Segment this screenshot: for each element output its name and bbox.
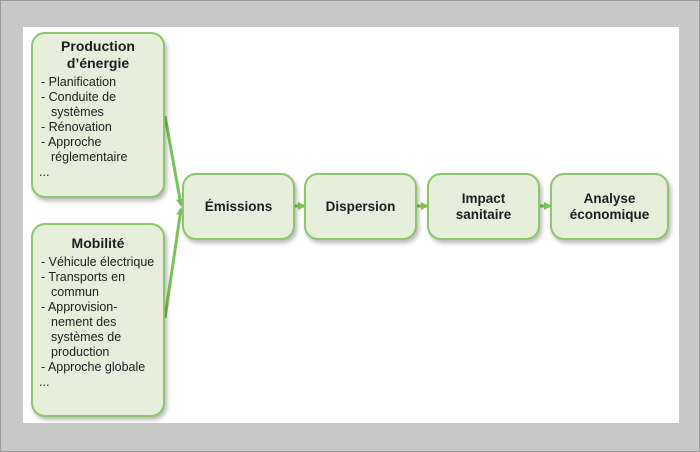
analyse-economique-label: Analyse économique	[569, 190, 650, 222]
list-item: - Approvision-nement des systèmes de pro…	[41, 300, 122, 359]
list-item: - Planification	[41, 75, 117, 89]
impact-sanitaire-box: Impact sanitaire	[427, 173, 540, 240]
mobilite-box: Mobilité - Véhicule électrique - Transpo…	[31, 223, 165, 417]
list-item: - Véhicule électrique	[41, 255, 155, 269]
list-item: - Approche réglementaire	[41, 135, 128, 164]
production-energie-title: Production d’énergie	[61, 38, 135, 71]
production-energie-list: - Planification - Conduite de systèmes -…	[39, 75, 157, 180]
connector-production-to-emissions	[163, 115, 184, 207]
dispersion-label: Dispersion	[325, 198, 396, 214]
emissions-box: Émissions	[182, 173, 295, 240]
production-energie-box: Production d’énergie - Planification - C…	[31, 32, 165, 198]
list-item: - Approche globale	[41, 360, 146, 374]
list-item: - Transports en commun	[41, 270, 126, 299]
mobilite-title: Mobilité	[71, 235, 125, 251]
connector-mobilite-to-emissions	[163, 207, 185, 319]
list-item: - Rénovation	[41, 120, 112, 134]
emissions-label: Émissions	[204, 198, 273, 214]
impact-sanitaire-label: Impact sanitaire	[455, 190, 512, 222]
analyse-economique-box: Analyse économique	[550, 173, 669, 240]
list-item: - Conduite de systèmes	[41, 90, 117, 119]
list-item: ...	[39, 375, 50, 389]
list-item: ...	[39, 165, 50, 179]
dispersion-box: Dispersion	[304, 173, 417, 240]
mobilite-list: - Véhicule électrique - Transports en co…	[39, 255, 157, 390]
